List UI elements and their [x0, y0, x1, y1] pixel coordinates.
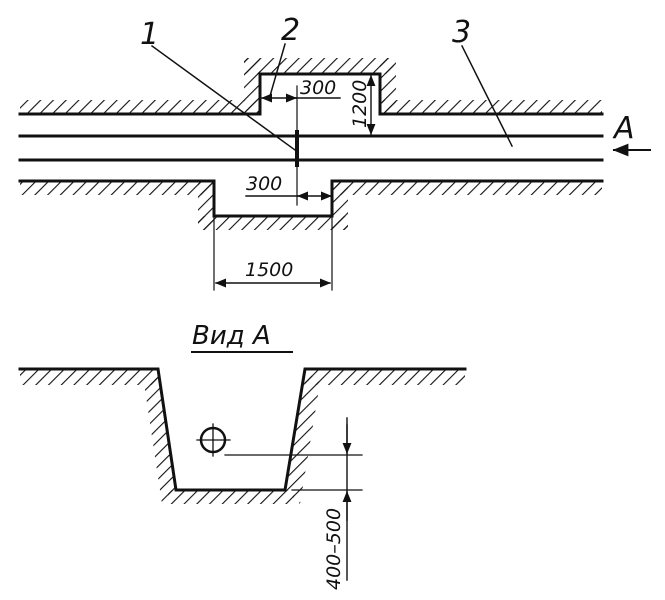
lower-wall-hatch-right — [332, 181, 602, 195]
callout-2-label: 2 — [281, 13, 300, 48]
top-niche-hatch — [244, 58, 394, 74]
callout-3-label: 3 — [452, 15, 471, 50]
ground-hatch-right — [305, 369, 465, 385]
plan-view: 300 1200 300 1500 1 2 3 A — [18, 13, 651, 291]
trench-bottom-hatch — [168, 490, 294, 504]
bottom-niche-hatch — [198, 216, 348, 230]
callout-1-label: 1 — [140, 17, 159, 52]
top-niche-hatch-left — [244, 58, 260, 114]
callout-3-leader — [460, 44, 514, 148]
direction-label: A — [612, 111, 635, 146]
section-view: Вид А 400–500 — [18, 321, 467, 590]
trench-outline — [18, 367, 467, 492]
section-title: Вид А — [192, 321, 271, 351]
callout-1-leader — [150, 44, 297, 152]
dim-depth-label: 400–500 — [323, 508, 345, 590]
top-niche-hatch-right — [380, 58, 396, 114]
slope-hatch-right — [285, 369, 320, 504]
lower-wall-hatch-left — [20, 181, 214, 195]
dim-bottom-offset-label: 300 — [246, 173, 282, 195]
dim-bottom-width-label: 1500 — [245, 259, 293, 281]
upper-wall-outline — [18, 72, 604, 116]
lower-wall-outline — [18, 179, 604, 218]
dim-top-depth-label: 1200 — [349, 80, 371, 128]
upper-wall-hatch-left — [20, 100, 260, 114]
bottom-niche-hatch-left — [198, 181, 214, 230]
dim-top-offset-label: 300 — [300, 77, 336, 99]
ground-hatch-left — [20, 369, 158, 385]
callout-2-leader — [269, 43, 286, 97]
bottom-niche-hatch-right — [332, 181, 348, 230]
slope-hatch-left — [144, 369, 176, 504]
